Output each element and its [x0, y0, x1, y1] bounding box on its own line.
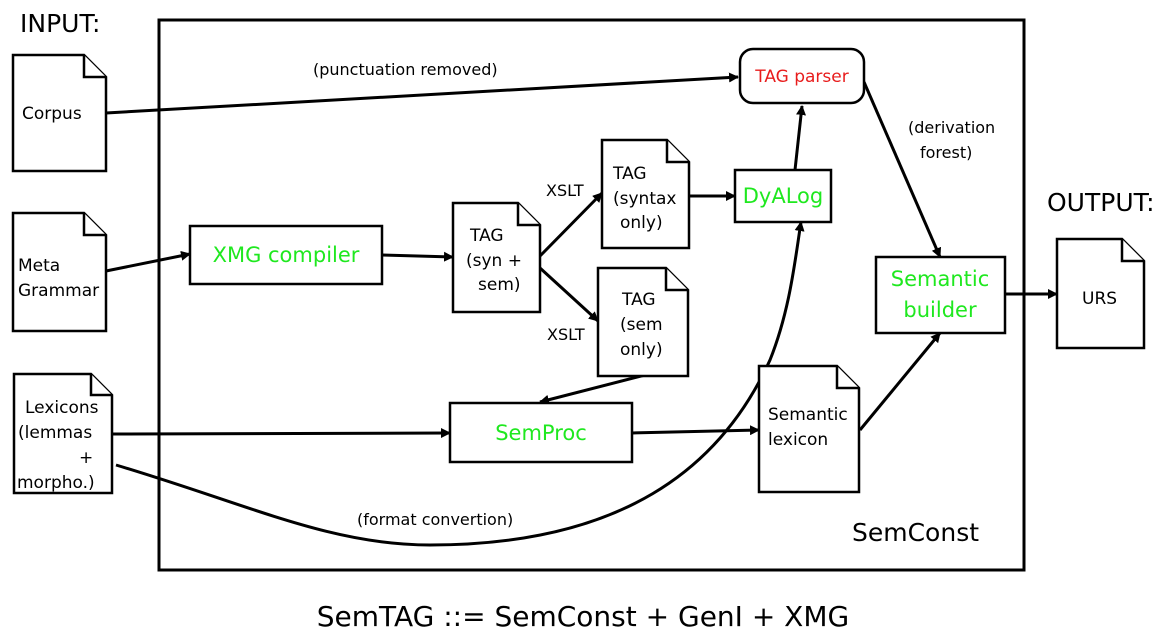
- edge-tag-syntax: [538, 191, 604, 258]
- xslt-top-label: XSLT: [546, 181, 584, 200]
- dyalog-label: DyALog: [743, 184, 823, 208]
- edge-lexicons-semproc: [106, 428, 451, 439]
- urs-document: URS: [1055, 237, 1146, 350]
- derivation-forest-label: (derivation forest): [908, 118, 995, 162]
- semconst-label: SemConst: [852, 518, 979, 547]
- xmg-compiler-label: XMG compiler: [213, 243, 360, 267]
- lexicons-line: (lemmas: [18, 423, 92, 443]
- semantic-lexicon-line: lexicon: [768, 430, 828, 450]
- xmg-compiler-box: XMG compiler: [188, 224, 384, 286]
- tag-sem-document: TAG (sem only): [596, 266, 690, 378]
- corpus-label: Corpus: [22, 104, 82, 124]
- tag-syntax-document: TAG (syntax only): [600, 138, 691, 250]
- tag-syntax-line: only): [620, 213, 663, 233]
- edge-corpus-parser: [105, 72, 739, 115]
- tag-syn-sem-document: TAG (syn + sem): [451, 201, 542, 314]
- corpus-document: Corpus: [11, 53, 108, 173]
- semproc-box: SemProc: [448, 401, 634, 464]
- input-heading: INPUT:: [20, 9, 100, 38]
- lexicons-document: Lexicons (lemmas + morpho.): [12, 372, 114, 495]
- output-heading: OUTPUT:: [1047, 188, 1155, 217]
- edge-lexicons-dyalog: [115, 221, 805, 547]
- derivation-forest-line: forest): [920, 143, 972, 162]
- xslt-bottom-label: XSLT: [547, 325, 585, 344]
- meta-grammar-line: Meta: [18, 256, 60, 276]
- edge-grammar-xmg: [105, 250, 191, 273]
- format-convertion-label: (format convertion): [357, 510, 513, 529]
- tag-sem-line: TAG: [621, 290, 656, 310]
- tag-parser-box: TAG parser: [738, 47, 866, 105]
- semantic-lexicon-document: Semantic lexicon: [757, 364, 861, 494]
- tag-syntax-line: (syntax: [613, 189, 676, 209]
- edge-lexicon-builder: [858, 332, 942, 431]
- semantic-builder-line: Semantic: [891, 267, 990, 291]
- semantic-builder-line: builder: [903, 298, 977, 322]
- semproc-label: SemProc: [495, 421, 587, 445]
- edge-tag-sem: [538, 266, 600, 323]
- meta-grammar-line: Grammar: [18, 281, 99, 301]
- meta-grammar-document: Meta Grammar: [11, 211, 108, 333]
- lexicons-line: Lexicons: [25, 398, 99, 418]
- edge-semproc-lexicon: [631, 425, 760, 436]
- edge-sem-semproc: [539, 373, 646, 405]
- lexicons-line: morpho.): [17, 473, 95, 493]
- edge-dyalog-parser: [793, 105, 806, 171]
- tag-syn-sem-line: (syn +: [466, 251, 522, 271]
- tag-syn-sem-line: sem): [478, 275, 521, 295]
- lexicons-line: +: [79, 448, 93, 468]
- tag-sem-line: (sem: [620, 315, 663, 335]
- edge-parser-builder: [862, 81, 942, 258]
- tag-parser-label: TAG parser: [754, 67, 848, 87]
- edge-xmg-tag: [381, 251, 454, 262]
- dyalog-box: DyALog: [733, 168, 833, 224]
- tag-syntax-line: TAG: [612, 164, 647, 184]
- tag-sem-line: only): [620, 340, 663, 360]
- semantic-builder-box: Semantic builder: [874, 255, 1007, 335]
- tag-syn-sem-line: TAG: [469, 226, 504, 246]
- derivation-forest-line: (derivation: [908, 118, 995, 137]
- caption: SemTAG ::= SemConst + GenI + XMG: [317, 600, 849, 633]
- punctuation-label: (punctuation removed): [313, 60, 498, 79]
- semantic-lexicon-line: Semantic: [768, 405, 848, 425]
- urs-label: URS: [1082, 289, 1117, 309]
